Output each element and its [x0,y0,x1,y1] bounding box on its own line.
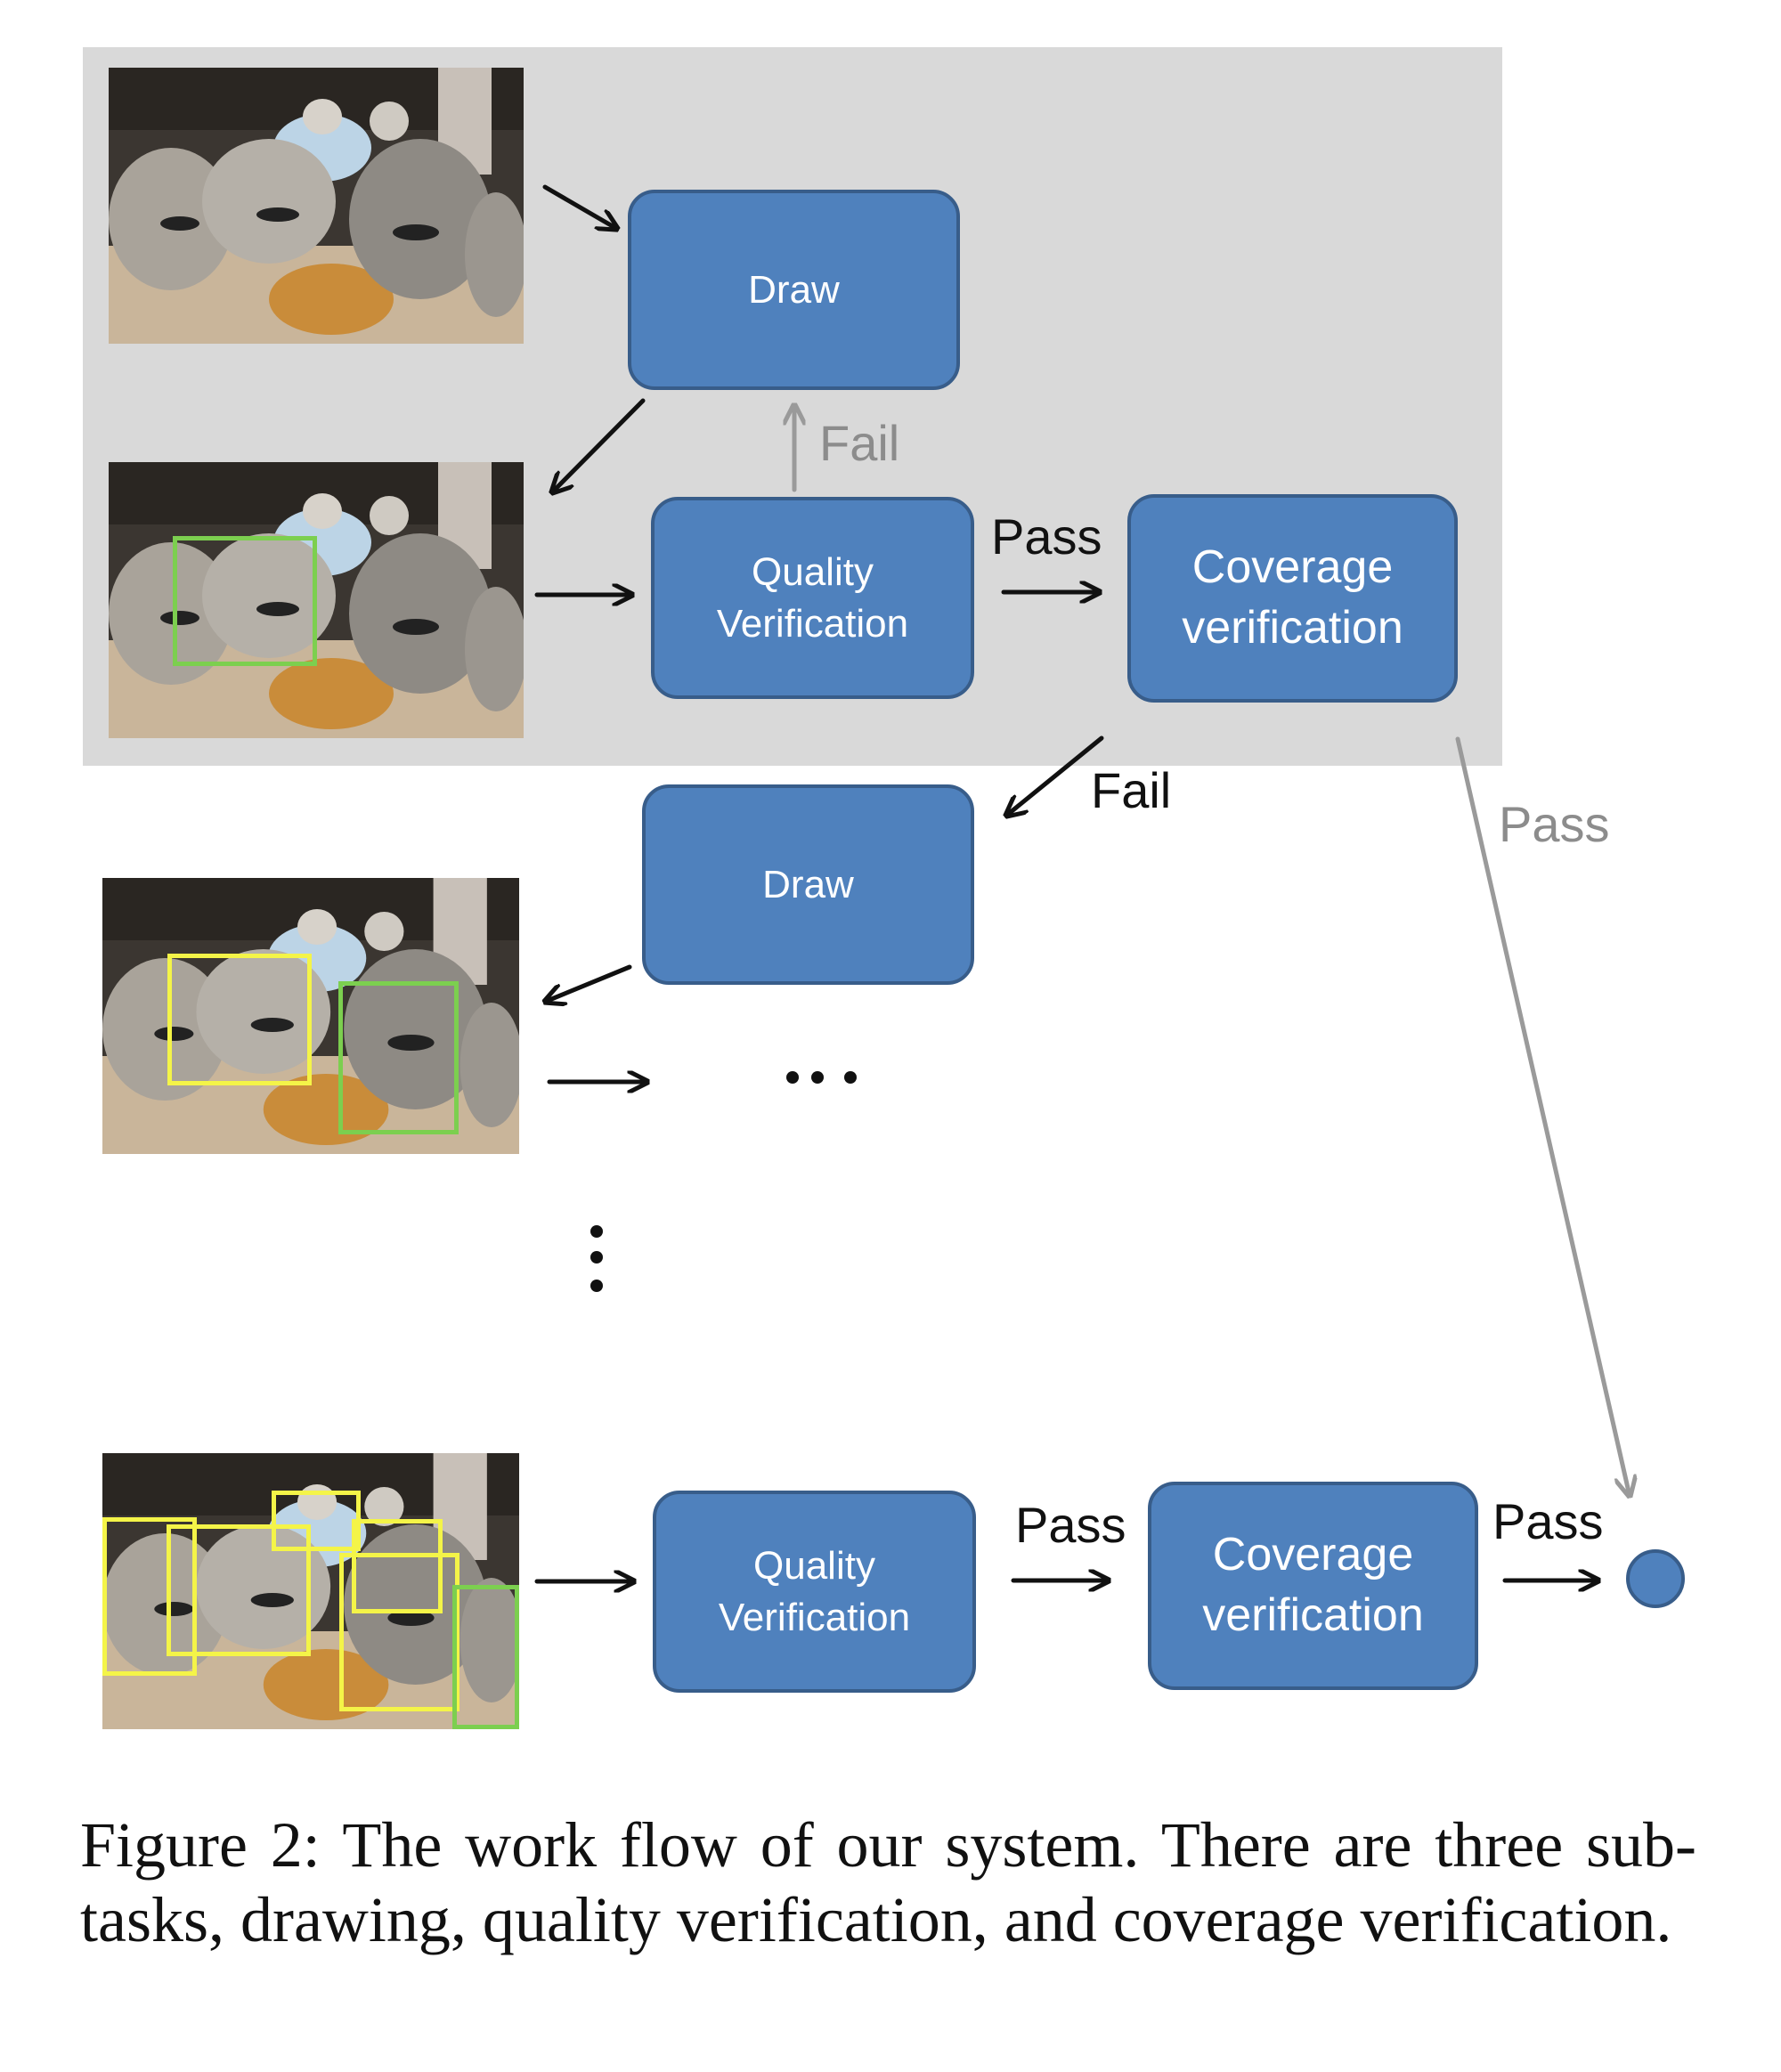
horizontal-ellipsis-dot [811,1071,824,1084]
arrow-draw-to-photo-middle [545,964,632,1002]
vertical-ellipsis-dot [590,1225,603,1238]
yellow-bounding-box [352,1519,443,1613]
raccoon-photo-one-box [109,462,524,738]
horizontal-ellipsis-dot [844,1071,857,1084]
green-bounding-box [173,536,317,666]
arrow-photo-to-draw [542,184,617,229]
fail-label-black: Fail [1091,762,1172,818]
quality-verification-top-line1: Quality [752,550,874,595]
coverage-verification-box-top: Coverage verification [1127,494,1458,703]
raccoon-photo-all-boxes [102,1453,519,1729]
green-bounding-box [338,981,459,1134]
arrow-coverage-pass-to-end [1455,736,1630,1496]
pass-label-bottom-2: Pass [1492,1493,1604,1549]
pass-label-top: Pass [991,508,1102,565]
arrow-coverage-fail-to-draw [1006,735,1104,816]
draw-box-middle: Draw [642,784,974,985]
yellow-bounding-box [167,954,312,1085]
raccoon-photo-two-boxes [102,878,519,1154]
draw-box-middle-label: Draw [762,862,854,906]
coverage-verification-top-line1: Coverage [1191,541,1394,594]
yellow-bounding-box [102,1517,197,1676]
vertical-ellipsis-dot [590,1280,603,1292]
yellow-bounding-box [339,1553,459,1711]
fail-label-gray: Fail [819,415,900,471]
arrow-draw-to-photo [552,398,646,492]
quality-verification-bottom-line2: Verification [718,1595,911,1639]
quality-verification-top-line2: Verification [716,601,909,646]
coverage-verification-top-line2: verification [1182,602,1403,654]
coverage-verification-bottom-line1: Coverage [1212,1529,1414,1581]
coverage-verification-box-bottom: Coverage verification [1148,1482,1478,1690]
quality-verification-box-top: Quality Verification [651,497,974,699]
figure-caption: Figure 2: The work flow of our system. T… [80,1809,1696,1955]
horizontal-ellipsis-dot [786,1071,799,1084]
draw-box-top: Draw [628,190,960,390]
quality-verification-bottom-line1: Quality [753,1544,875,1589]
yellow-bounding-box [167,1524,311,1656]
draw-box-top-label: Draw [748,267,840,312]
green-bounding-box [452,1585,519,1729]
raccoon-photo-unannotated [109,68,524,344]
pass-label-bottom-1: Pass [1015,1497,1126,1553]
quality-verification-box-bottom: Quality Verification [653,1491,976,1693]
pass-label-gray: Pass [1499,796,1610,852]
coverage-verification-bottom-line2: verification [1202,1589,1424,1641]
end-node [1626,1549,1685,1608]
vertical-ellipsis-dot [590,1251,603,1264]
